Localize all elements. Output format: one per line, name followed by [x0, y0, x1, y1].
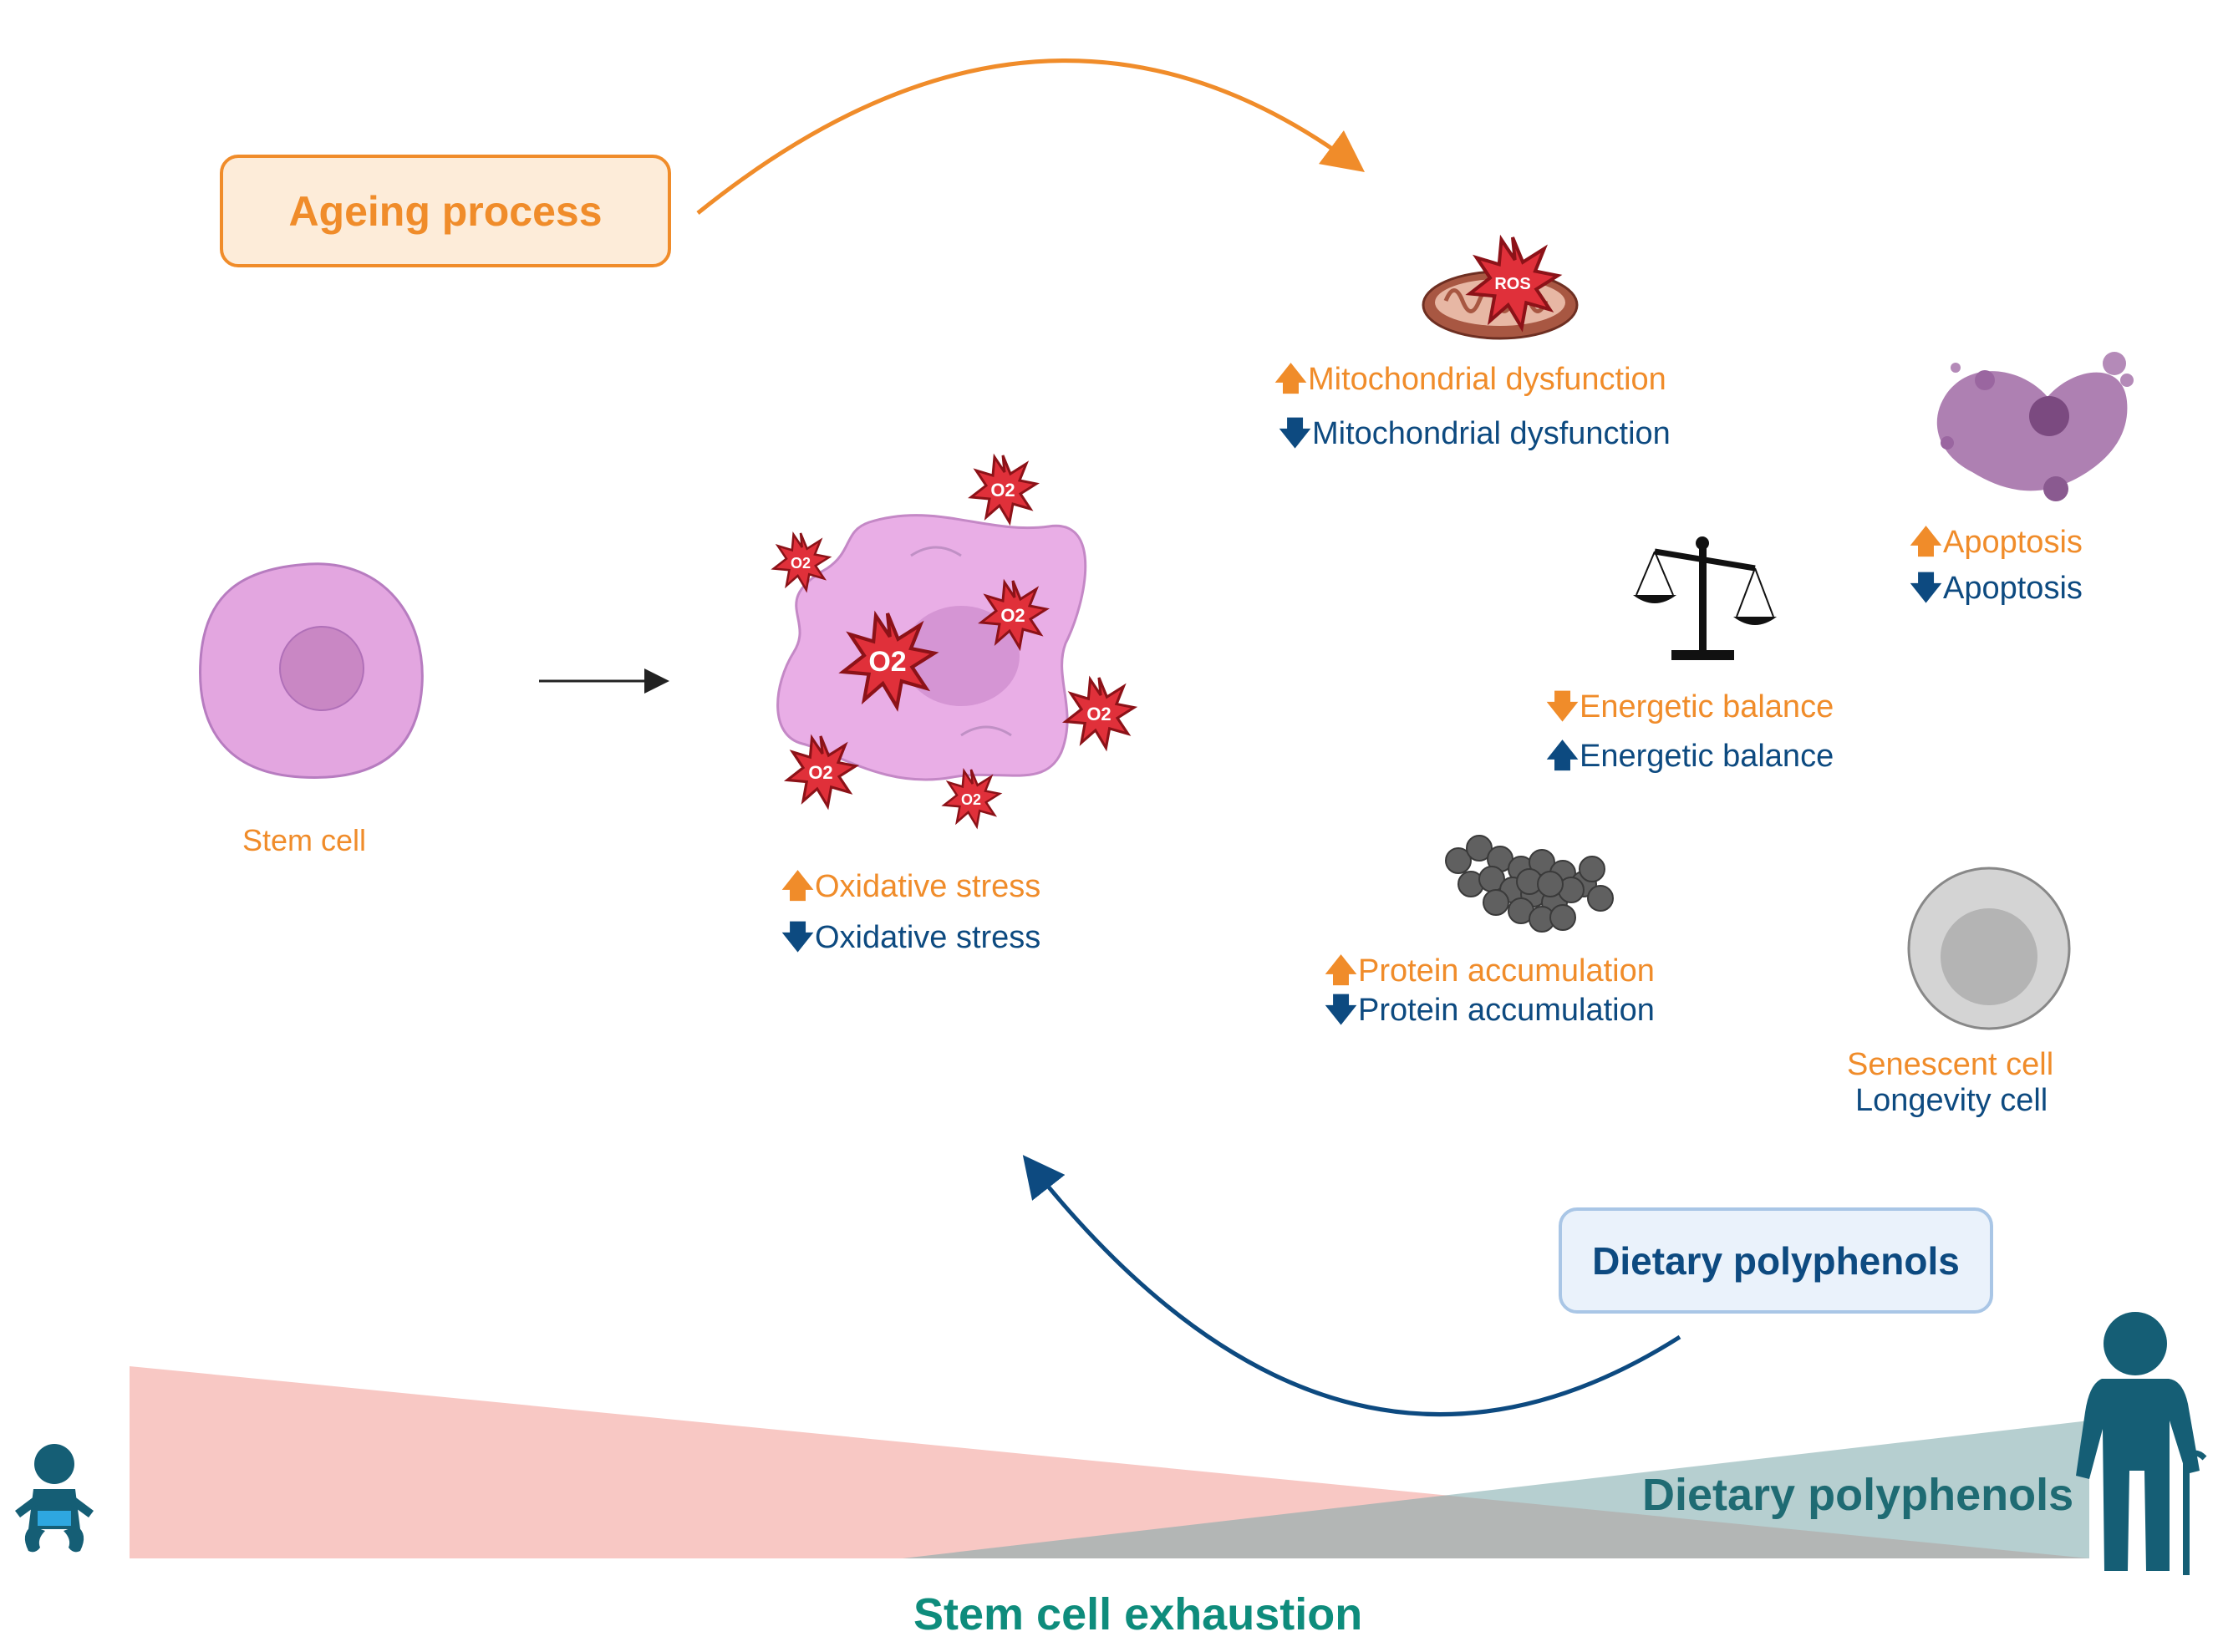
protein-sphere — [1466, 835, 1493, 862]
apoptosis-up: 🡅Apoptosis — [1910, 525, 2083, 560]
o2-label: O2 — [961, 791, 981, 808]
o2-label: O2 — [990, 480, 1015, 501]
elderly-person-icon — [2076, 1312, 2207, 1575]
stem-cell-icon — [199, 562, 424, 779]
ageing-process-label: Ageing process — [288, 187, 603, 235]
up-arrow-icon: 🡅 — [781, 869, 815, 904]
up-arrow-icon: 🡅 — [1910, 525, 1943, 560]
protein-sphere — [1587, 885, 1614, 912]
ageing-arrow — [696, 58, 1366, 215]
apoptotic-cell-icon — [1936, 352, 2134, 501]
dietary-polyphenols-wedge-label: Dietary polyphenols — [1642, 1470, 2074, 1520]
protein-aggregate-icon — [1445, 835, 1614, 933]
ros-label: ROS — [1494, 275, 1530, 293]
dietary-polyphenols-label: Dietary polyphenols — [1592, 1238, 1960, 1283]
senescent-cell-icon — [1907, 867, 2071, 1030]
protein-accumulation-up: 🡅Protein accumulation — [1325, 953, 1655, 989]
baby-icon — [15, 1444, 94, 1553]
mitochondrial-dysfunction-down: 🡇Mitochondrial dysfunction — [1279, 416, 1671, 451]
down-arrow-icon: 🡇 — [1546, 689, 1580, 724]
protein-accumulation-down: 🡇Protein accumulation — [1325, 993, 1655, 1028]
stem-cell-label: Stem cell — [242, 823, 367, 857]
o2-label: O2 — [868, 646, 906, 678]
longevity-cell-label: Longevity cell — [1855, 1083, 2048, 1118]
ageing-process-box: Ageing process — [220, 155, 671, 267]
protein-sphere — [1537, 871, 1564, 897]
o2-label: O2 — [1086, 704, 1111, 724]
down-arrow-icon: 🡇 — [1910, 571, 1943, 606]
down-arrow-icon: 🡇 — [1279, 416, 1312, 451]
balance-scale-icon — [1633, 536, 1777, 660]
oxidative-stress-down: 🡇Oxidative stress — [781, 920, 1041, 955]
up-arrow-icon: 🡅 — [1546, 739, 1580, 774]
o2-label: O2 — [1000, 605, 1025, 626]
apoptosis-down: 🡇Apoptosis — [1910, 571, 2083, 606]
up-arrow-icon: 🡅 — [1325, 953, 1358, 989]
o2-label: O2 — [808, 762, 832, 783]
down-arrow-icon: 🡇 — [1325, 993, 1358, 1028]
senescent-cell-label: Senescent cell — [1847, 1047, 2054, 1082]
protein-sphere — [1483, 889, 1509, 916]
o2-label: O2 — [791, 555, 811, 572]
energetic-balance-up: 🡅Energetic balance — [1546, 739, 1834, 774]
down-arrow-icon: 🡇 — [781, 920, 815, 955]
oxidative-stress-up: 🡅Oxidative stress — [781, 869, 1041, 904]
mitochondrial-dysfunction-up: 🡅Mitochondrial dysfunction — [1274, 362, 1666, 397]
protein-sphere — [1579, 856, 1605, 882]
stem-cell-exhaustion-label: Stem cell exhaustion — [913, 1589, 1363, 1639]
energetic-balance-down: 🡇Energetic balance — [1546, 689, 1834, 724]
up-arrow-icon: 🡅 — [1274, 362, 1308, 397]
dietary-polyphenols-box: Dietary polyphenols — [1559, 1207, 1993, 1314]
mitochondrion-icon: ROS — [1422, 237, 1579, 340]
polyphenol-arrow — [1022, 1155, 1681, 1416]
stressed-cell-icon — [776, 514, 1087, 781]
protein-sphere — [1549, 904, 1576, 931]
dietary-polyphenols-wedge — [903, 1421, 2089, 1558]
protein-sphere — [1445, 847, 1472, 874]
